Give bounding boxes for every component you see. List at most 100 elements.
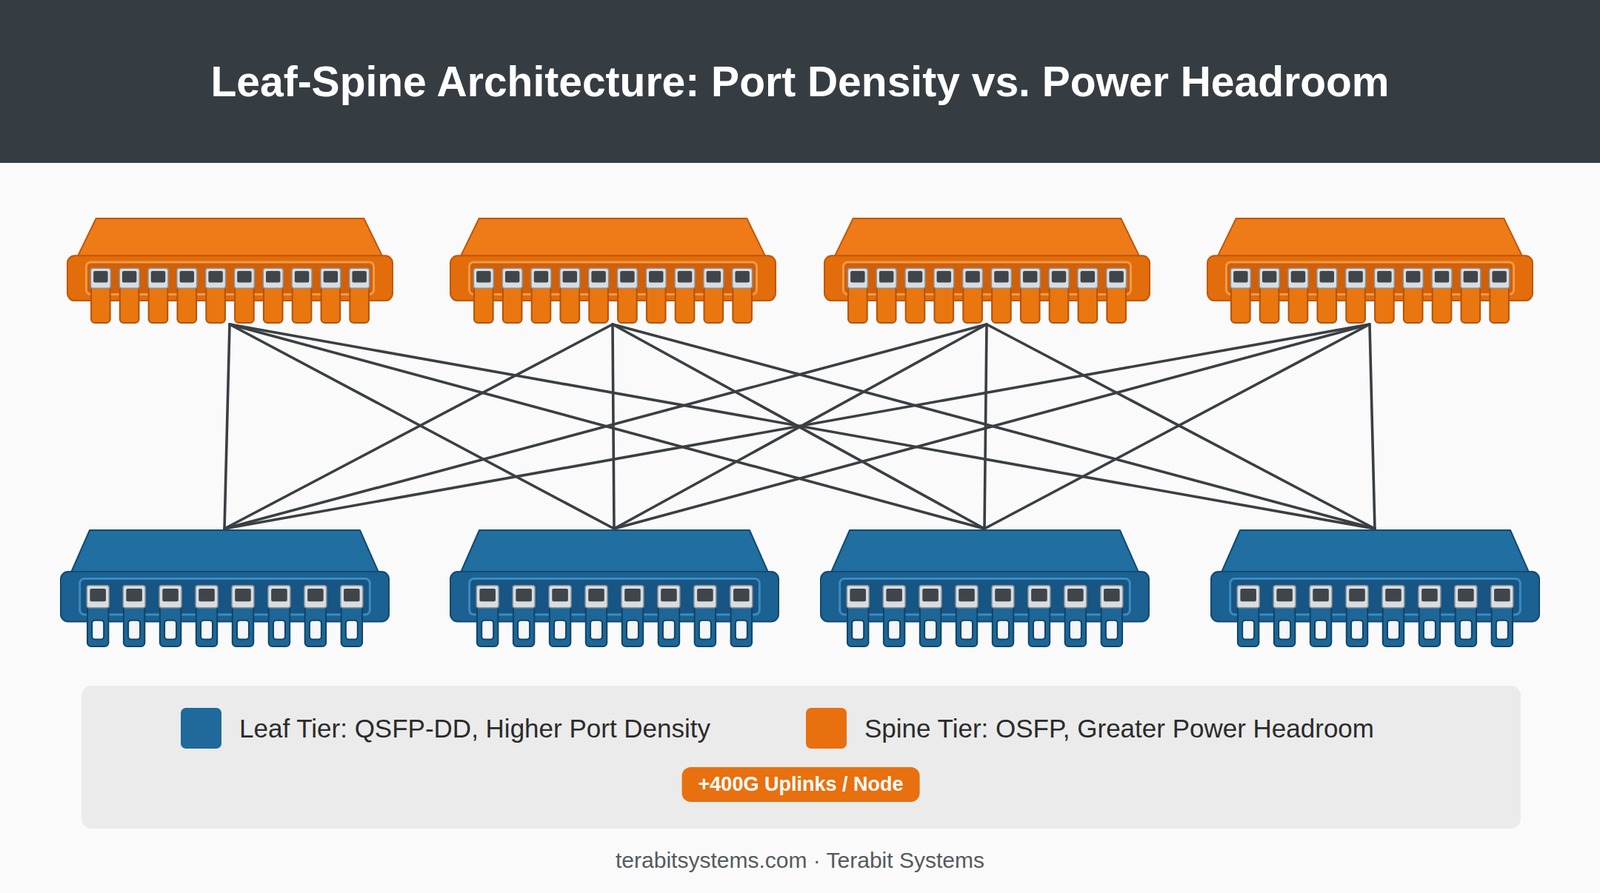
port-opening [648,271,663,283]
port-socket [473,268,494,289]
port-opening [150,271,165,283]
port-tab [91,286,111,323]
port-opening [179,271,194,283]
leaf-switch [449,528,780,649]
port-opening [922,588,939,602]
legend-text: Leaf Tier: QSFP-DD, Higher Port Density [239,714,711,744]
tab-loop [1351,620,1363,640]
switch-body [67,255,393,301]
port-socket [621,585,644,609]
port-tab [645,286,666,323]
port-socket [291,268,312,289]
port-opening [533,271,548,283]
legend-box [81,685,1521,829]
switch-body [1211,571,1540,623]
port-tab [955,605,977,647]
port-socket [962,268,983,289]
legend-swatch [180,708,222,749]
port-opening [1312,588,1329,602]
tab-loop [517,620,530,640]
port-opening [515,588,532,602]
port-socket [1048,268,1069,289]
port-socket [904,268,925,289]
port-tab [962,286,983,323]
port-opening [1233,271,1248,283]
tab-loop [1495,620,1508,640]
port-tab [234,286,255,323]
switch-body [450,255,776,301]
port-tab [1077,286,1098,323]
port-opening [958,588,975,602]
port-tab [86,605,108,647]
port-socket [846,585,869,609]
spine-switch [823,217,1151,325]
port-opening [1067,588,1084,602]
port-tab [148,286,168,323]
port-opening [1348,588,1366,602]
port-socket [303,585,326,609]
port-socket [955,585,978,609]
port-socket [876,268,897,289]
uplink-cable [224,324,613,529]
port-tab [674,286,695,323]
switch-outline [1210,528,1540,649]
port-tab [1460,286,1480,323]
port-tab [195,605,217,647]
port-tab [905,286,925,323]
tab-loop [626,620,639,640]
port-socket [1105,268,1126,289]
switch-outline [60,528,390,649]
port-socket [530,268,551,289]
port-opening [705,271,720,283]
switch-body [1207,255,1533,301]
port-socket [267,585,290,609]
spine-switch [449,217,777,325]
port-tab [1259,286,1279,323]
port-tab [1374,286,1395,323]
port-tab [846,605,868,647]
port-tab [1028,605,1049,647]
port-tab [1237,605,1258,647]
port-socket [234,268,255,289]
port-tab [1491,605,1512,647]
port-opening [1240,588,1257,602]
port-tab [1231,286,1251,323]
port-socket [1077,268,1098,289]
port-socket [119,268,140,289]
port-tab [876,286,896,323]
port-tab [291,286,312,323]
port-opening [734,271,749,283]
footer-caption: terabitsystems.com · Terabit Systems [0,848,1600,874]
port-socket [882,585,906,609]
tab-loop [1242,620,1255,640]
port-socket [1309,585,1332,609]
port-tab [262,286,283,323]
port-opening [878,271,893,283]
port-socket [919,585,942,609]
leaf-switch [1210,528,1540,649]
port-socket [262,268,283,289]
port-opening [307,588,324,602]
port-tab [502,286,522,323]
port-opening [936,271,951,283]
spine-switch [1206,217,1534,325]
port-opening [1462,271,1478,283]
uplink-cable [984,324,987,529]
port-opening [697,588,714,602]
port-socket [657,585,680,609]
port-opening [677,271,692,283]
switch-body [824,255,1150,301]
port-tab [205,286,226,323]
port-tab [919,605,940,647]
port-socket [476,585,499,609]
port-socket [1345,585,1369,609]
port-socket [340,585,363,609]
tab-loop [924,620,937,640]
port-opening [562,271,577,283]
port-opening [504,271,519,283]
uplink-cable [224,324,987,529]
tab-loop [164,620,177,640]
port-tab [730,605,752,647]
port-socket [1402,268,1423,289]
tab-loop [1278,620,1291,640]
